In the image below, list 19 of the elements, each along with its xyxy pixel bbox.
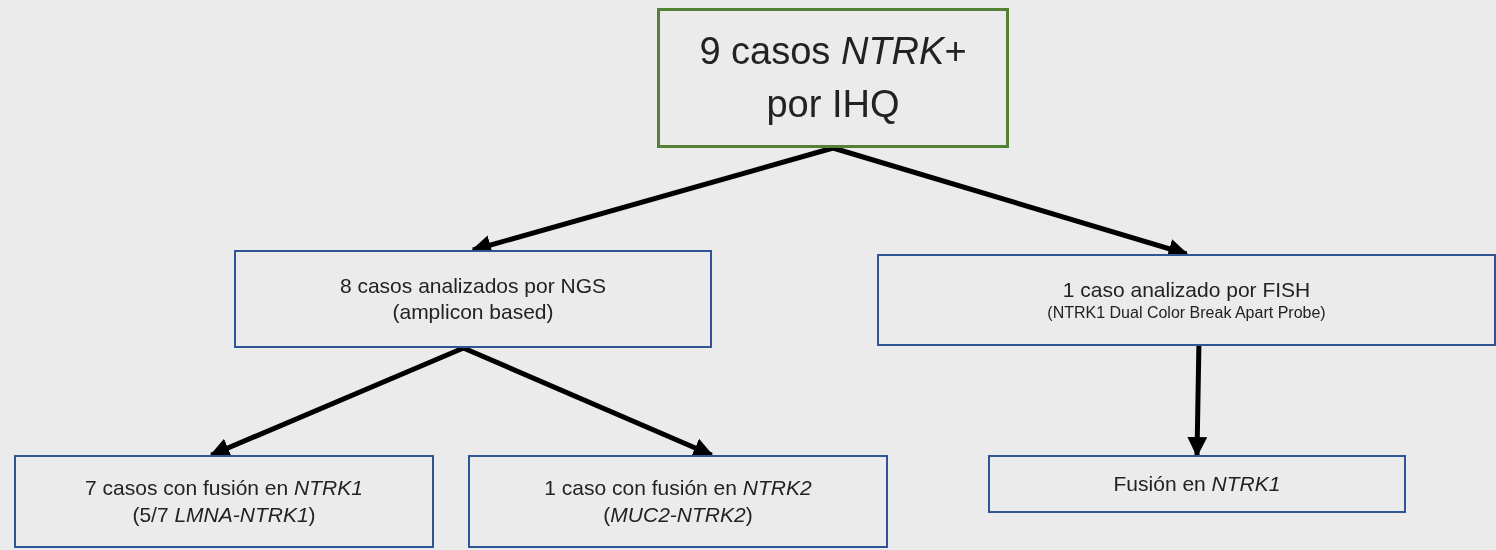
node-subtitle: (NTRK1 Dual Color Break Apart Probe): [1047, 303, 1326, 324]
node-title: 1 caso con fusión en NTRK2: [544, 475, 812, 502]
process-box: [468, 455, 888, 548]
process-box: [877, 254, 1496, 346]
arrow: [1187, 345, 1208, 457]
node-title: 8 casos analizados por NGS: [339, 272, 607, 299]
process-box: [234, 250, 712, 348]
node-title: Fusión en NTRK1: [1113, 470, 1281, 497]
node-subtitle: (amplicon based): [392, 299, 554, 325]
process-box: [988, 455, 1406, 513]
process-box: [657, 8, 1009, 148]
arrow: [209, 345, 465, 458]
arrow: [462, 345, 714, 458]
node-subtitle: (MUC2-NTRK2): [603, 501, 753, 528]
node-title: 9 casos NTRK+ por IHQ: [698, 28, 968, 127]
process-box: [14, 455, 434, 548]
node-subtitle: (5/7 LMNA-NTRK1): [132, 501, 316, 528]
node-title: 1 caso analizado por FISH: [1062, 276, 1311, 303]
node-title: 7 casos con fusión en NTRK1: [85, 475, 363, 502]
